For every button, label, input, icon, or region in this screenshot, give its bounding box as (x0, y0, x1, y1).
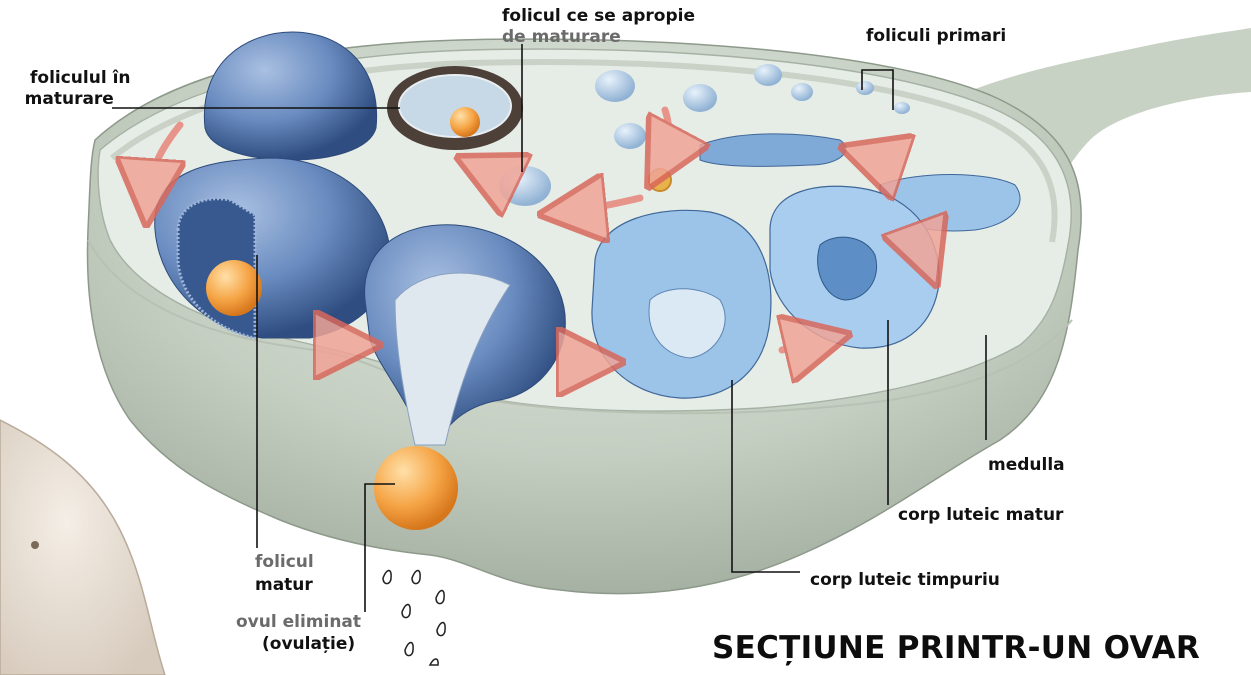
label-medulla: medulla (988, 455, 1065, 476)
approaching-follicle-ovum (450, 107, 480, 137)
label-maturing-follicle: foliculul în maturare (30, 68, 131, 110)
label-mature-corpus-luteum: corp luteic matur (898, 505, 1063, 526)
label-approaching-follicle: folicul ce se apropie (502, 6, 695, 27)
corpus-albicans-small (700, 134, 846, 167)
label-primary-follicles: foliculi primari (866, 26, 1006, 47)
nipple-mark (31, 541, 39, 549)
body-silhouette (0, 420, 165, 675)
label-early-corpus-luteum: corp luteic timpuriu (810, 570, 1000, 591)
label-approaching-follicle-line2: de maturare (502, 27, 621, 48)
fluid-droplets (383, 571, 445, 666)
label-maturing-follicle-line2: maturare (8, 89, 131, 110)
label-maturing-follicle-line1: foliculul în (30, 68, 131, 89)
label-released-ovum-line2: (ovulație) (262, 634, 355, 655)
released-ovum (374, 446, 458, 530)
label-approaching-follicle-line1: folicul ce se apropie (502, 6, 695, 27)
label-mature-follicle-line1: folicul (255, 552, 314, 573)
label-released-ovum-line1: ovul eliminat (236, 612, 361, 633)
label-mature-follicle-line2: matur (255, 575, 313, 596)
mature-follicle-ovum (206, 260, 262, 316)
diagram-title: SECȚIUNE PRINTR-UN OVAR (712, 630, 1200, 666)
